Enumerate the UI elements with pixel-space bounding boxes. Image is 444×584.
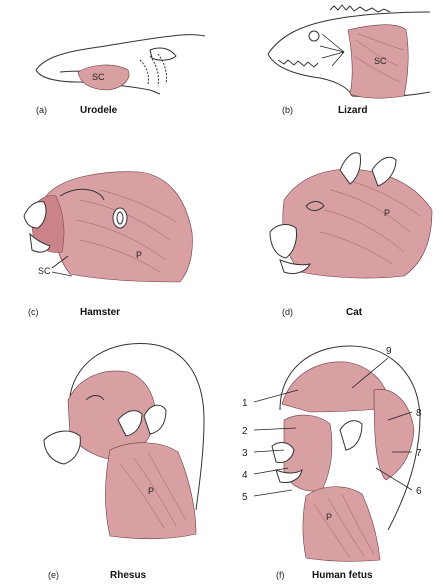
rhesus-muzzle (44, 431, 80, 464)
fetus-num-7: 7 (416, 448, 422, 459)
panel-b-letter: (b) (282, 105, 293, 115)
fetus-num-8: 8 (416, 408, 422, 419)
panel-c-letter: (c) (28, 307, 39, 317)
panel-rhesus: P (e) Rhesus (44, 343, 204, 581)
lizard-crest (330, 5, 390, 12)
panel-c-name: Hamster (80, 307, 120, 318)
panel-d-letter: (d) (282, 307, 293, 317)
panel-cat: P (d) Cat (270, 153, 432, 318)
fetus-num-2: 2 (242, 426, 248, 437)
rhesus-p-label: P (148, 486, 154, 496)
panel-a-name: Urodele (80, 105, 118, 116)
panel-urodele: SC (a) Urodele (36, 35, 205, 117)
fetus-ear (340, 421, 362, 450)
cat-p-label: P (384, 208, 390, 218)
panel-e-name: Rhesus (110, 570, 147, 581)
fetus-p-muscle (303, 487, 380, 562)
urodele-gill-fold (150, 48, 176, 60)
panel-f-letter: (f) (276, 570, 285, 580)
panel-f-name: Human fetus (312, 570, 373, 581)
fetus-num-1: 1 (242, 398, 248, 409)
lizard-sc-label: SC (374, 56, 387, 66)
panel-d-name: Cat (346, 307, 363, 318)
fetus-leader-5 (254, 490, 292, 496)
hamster-ear (113, 208, 127, 228)
hamster-p-label: P (136, 250, 142, 260)
panel-e-letter: (e) (48, 570, 59, 580)
fetus-num-9: 9 (386, 346, 392, 357)
hamster-sc-label: SC (38, 266, 51, 276)
panel-lizard: SC (b) Lizard (268, 5, 430, 116)
fetus-num-5: 5 (242, 492, 248, 503)
panel-b-name: Lizard (338, 105, 367, 116)
panel-a-letter: (a) (36, 105, 47, 115)
panel-hamster: SC P (c) Hamster (24, 172, 192, 318)
panel-human-fetus: 1 2 3 4 5 6 7 8 9 P (f) Human fetus (242, 346, 422, 581)
fetus-num-4: 4 (242, 470, 248, 481)
fetus-num-3: 3 (242, 448, 248, 459)
fetus-num-6: 6 (416, 486, 422, 497)
fetus-occipital-muscle (374, 389, 414, 480)
fetus-p-label: P (326, 512, 332, 522)
urodele-sc-label: SC (92, 72, 105, 82)
cat-p-muscle (283, 169, 432, 278)
